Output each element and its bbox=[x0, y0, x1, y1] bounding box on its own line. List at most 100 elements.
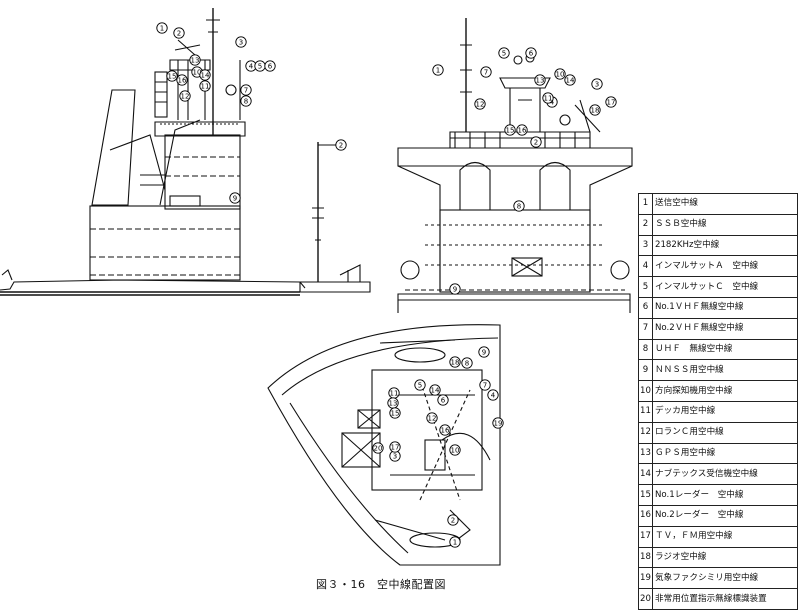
svg-text:5: 5 bbox=[258, 62, 262, 70]
front-marker-3: 3 bbox=[591, 78, 603, 90]
svg-text:2: 2 bbox=[534, 138, 538, 146]
svg-text:5: 5 bbox=[502, 49, 506, 57]
svg-text:7: 7 bbox=[483, 381, 487, 389]
svg-text:12: 12 bbox=[181, 92, 190, 100]
svg-text:3: 3 bbox=[239, 38, 243, 46]
svg-text:9: 9 bbox=[453, 285, 457, 293]
svg-text:14: 14 bbox=[566, 76, 575, 84]
plan-marker-11: 11 bbox=[388, 387, 400, 399]
side-marker-6: 6 bbox=[264, 60, 276, 72]
svg-text:7: 7 bbox=[244, 86, 248, 94]
side-marker-8: 8 bbox=[240, 95, 252, 107]
legend-label: ラジオ空中線 bbox=[652, 546, 798, 569]
svg-text:15: 15 bbox=[506, 126, 515, 134]
front-marker-11: 11 bbox=[542, 92, 554, 104]
legend-number: 9 bbox=[638, 359, 653, 382]
svg-text:14: 14 bbox=[431, 386, 440, 394]
legend-label: インマルサットＣ 空中線 bbox=[652, 276, 798, 298]
legend-label: No.1ＶＨＦ無線空中線 bbox=[652, 296, 798, 319]
svg-text:7: 7 bbox=[484, 68, 488, 76]
svg-text:11: 11 bbox=[544, 94, 553, 102]
plan-marker-2: 2 bbox=[447, 514, 459, 526]
legend-label: No.2ＶＨＦ無線空中線 bbox=[652, 317, 798, 340]
figure-caption: 図３・16 空中線配置図 bbox=[316, 578, 446, 591]
svg-text:3: 3 bbox=[393, 452, 397, 460]
front-marker-14: 14 bbox=[564, 74, 576, 86]
plan-marker-1: 1 bbox=[449, 536, 461, 548]
svg-text:16: 16 bbox=[518, 126, 527, 134]
svg-text:6: 6 bbox=[441, 396, 446, 404]
svg-text:8: 8 bbox=[465, 359, 469, 367]
legend-number: 19 bbox=[638, 567, 653, 590]
legend-label: 送信空中線 bbox=[652, 193, 798, 215]
legend-number: 2 bbox=[638, 213, 653, 236]
plan-marker-20: 20 bbox=[372, 442, 384, 454]
plan-marker-19: 19 bbox=[492, 417, 504, 429]
side-marker-15: 15 bbox=[166, 70, 178, 82]
svg-text:2: 2 bbox=[177, 29, 181, 37]
plan-marker-18: 18 bbox=[449, 356, 461, 368]
svg-text:10: 10 bbox=[193, 68, 202, 76]
legend-number: 15 bbox=[638, 484, 653, 506]
svg-text:2: 2 bbox=[451, 516, 455, 524]
svg-text:10: 10 bbox=[556, 70, 565, 78]
legend-label: ロランＣ用空中線 bbox=[652, 421, 798, 444]
svg-text:16: 16 bbox=[178, 76, 187, 84]
front-elevation-view bbox=[397, 18, 633, 313]
plan-marker-10: 10 bbox=[449, 444, 461, 456]
stern-marker-2: 2 bbox=[335, 139, 347, 151]
side-marker-14: 14 bbox=[199, 69, 211, 81]
front-marker-13: 13 bbox=[534, 74, 546, 86]
legend-number: 10 bbox=[638, 380, 653, 402]
front-marker-2: 2 bbox=[530, 136, 542, 148]
svg-text:8: 8 bbox=[517, 202, 521, 210]
svg-text:15: 15 bbox=[391, 409, 400, 417]
plan-marker-9: 9 bbox=[478, 346, 490, 358]
legend-label: ＧＰＳ用空中線 bbox=[652, 442, 798, 465]
legend-label: インマルサットＡ 空中線 bbox=[652, 255, 798, 278]
front-marker-5: 5 bbox=[498, 47, 510, 59]
front-marker-9: 9 bbox=[449, 283, 461, 295]
stern-mast-view bbox=[299, 142, 371, 293]
legend-number: 4 bbox=[638, 255, 653, 278]
legend-label: デッカ用空中線 bbox=[652, 400, 798, 423]
svg-text:3: 3 bbox=[595, 80, 599, 88]
plan-marker-12: 12 bbox=[426, 412, 438, 424]
front-marker-7: 7 bbox=[480, 66, 492, 78]
svg-text:2: 2 bbox=[339, 141, 343, 149]
front-marker-16: 16 bbox=[516, 124, 528, 136]
legend-number: 12 bbox=[638, 421, 653, 444]
svg-text:20: 20 bbox=[374, 444, 383, 452]
legend-label: ナブテックス受信機空中線 bbox=[652, 463, 798, 486]
svg-text:17: 17 bbox=[607, 98, 616, 106]
side-marker-9: 9 bbox=[229, 192, 241, 204]
legend-number: 8 bbox=[638, 338, 653, 361]
svg-text:9: 9 bbox=[233, 194, 237, 202]
legend-number: 17 bbox=[638, 525, 653, 548]
legend-number: 6 bbox=[638, 296, 653, 319]
front-marker-15: 15 bbox=[504, 124, 516, 136]
front-marker-6: 6 bbox=[525, 47, 537, 59]
legend-label: 気象ファクシミリ用空中線 bbox=[652, 567, 798, 590]
plan-marker-16: 16 bbox=[439, 424, 451, 436]
svg-text:11: 11 bbox=[201, 82, 210, 90]
side-marker-1: 1 bbox=[156, 22, 168, 34]
side-elevation-view bbox=[0, 8, 306, 296]
side-marker-5: 5 bbox=[254, 60, 266, 72]
svg-text:1: 1 bbox=[436, 66, 440, 74]
legend-number: 13 bbox=[638, 442, 653, 465]
